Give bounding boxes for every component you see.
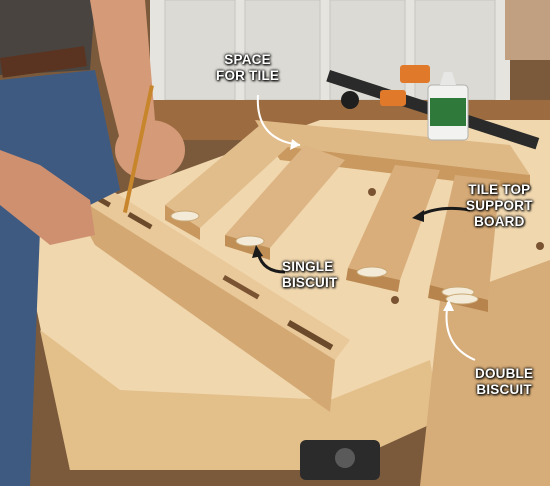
clamp-handle bbox=[341, 91, 359, 109]
slat-3 bbox=[348, 165, 440, 280]
workbench-front-edge bbox=[40, 330, 440, 470]
label-tile-top-line1: TILE TOP bbox=[468, 182, 531, 197]
label-double-biscuit-line2: BISCUIT bbox=[476, 382, 532, 397]
label-tile-top-support-board: TILE TOP SUPPORT BOARD bbox=[466, 182, 533, 230]
cabinet-door-left bbox=[164, 0, 236, 101]
label-double-biscuit: DOUBLE BISCUIT bbox=[475, 366, 533, 398]
person-arm-left bbox=[0, 150, 95, 245]
callout-arrow-board bbox=[412, 210, 424, 222]
label-double-biscuit-line1: DOUBLE bbox=[475, 366, 534, 381]
workbench-right-lower bbox=[420, 260, 550, 486]
biscuit bbox=[445, 293, 479, 305]
rail-slot bbox=[222, 274, 260, 300]
person-belt bbox=[0, 46, 87, 78]
slat-4 bbox=[430, 175, 500, 300]
glue-bottle-cap bbox=[440, 72, 456, 85]
biscuit bbox=[170, 210, 200, 222]
rail-slot bbox=[287, 320, 334, 351]
label-single-biscuit-line2: BISCUIT bbox=[282, 275, 338, 290]
slat-1 bbox=[165, 125, 290, 228]
pencil bbox=[122, 84, 154, 213]
person-arm-right bbox=[90, 0, 155, 140]
biscuit bbox=[356, 266, 388, 278]
label-tile-top-line2: SUPPORT bbox=[466, 198, 533, 213]
vise-screw bbox=[335, 448, 355, 468]
label-single-biscuit-line1: SINGLE bbox=[282, 259, 334, 274]
clamp-jaw bbox=[400, 65, 430, 83]
person-hand-right bbox=[115, 120, 185, 180]
clamp-jaw bbox=[380, 90, 406, 106]
label-space-for-tile-line1: SPACE bbox=[224, 52, 271, 67]
label-tile-top-line3: BOARD bbox=[474, 214, 525, 229]
bench-hole bbox=[536, 242, 544, 250]
bench-hole bbox=[391, 296, 399, 304]
frame-front-rail-side bbox=[65, 190, 335, 412]
label-space-for-tile-line2: FOR TILE bbox=[216, 68, 280, 83]
label-space-for-tile: SPACE FOR TILE bbox=[216, 52, 279, 84]
callout-arrow-double bbox=[443, 300, 454, 311]
label-single-biscuit: SINGLE BISCUIT bbox=[282, 259, 337, 291]
frame-top-rail bbox=[255, 120, 530, 175]
bench-hole bbox=[368, 188, 376, 196]
shelf-area bbox=[505, 0, 550, 60]
callout-arrow-space bbox=[290, 139, 300, 150]
cabinet-door-mid bbox=[244, 0, 321, 101]
slat-2 bbox=[225, 145, 345, 248]
biscuit bbox=[235, 235, 265, 247]
frame-front-rail bbox=[65, 180, 350, 360]
rail-slot bbox=[127, 211, 153, 230]
callout-arrow-single bbox=[252, 245, 263, 258]
glue-bottle-label bbox=[430, 98, 466, 126]
